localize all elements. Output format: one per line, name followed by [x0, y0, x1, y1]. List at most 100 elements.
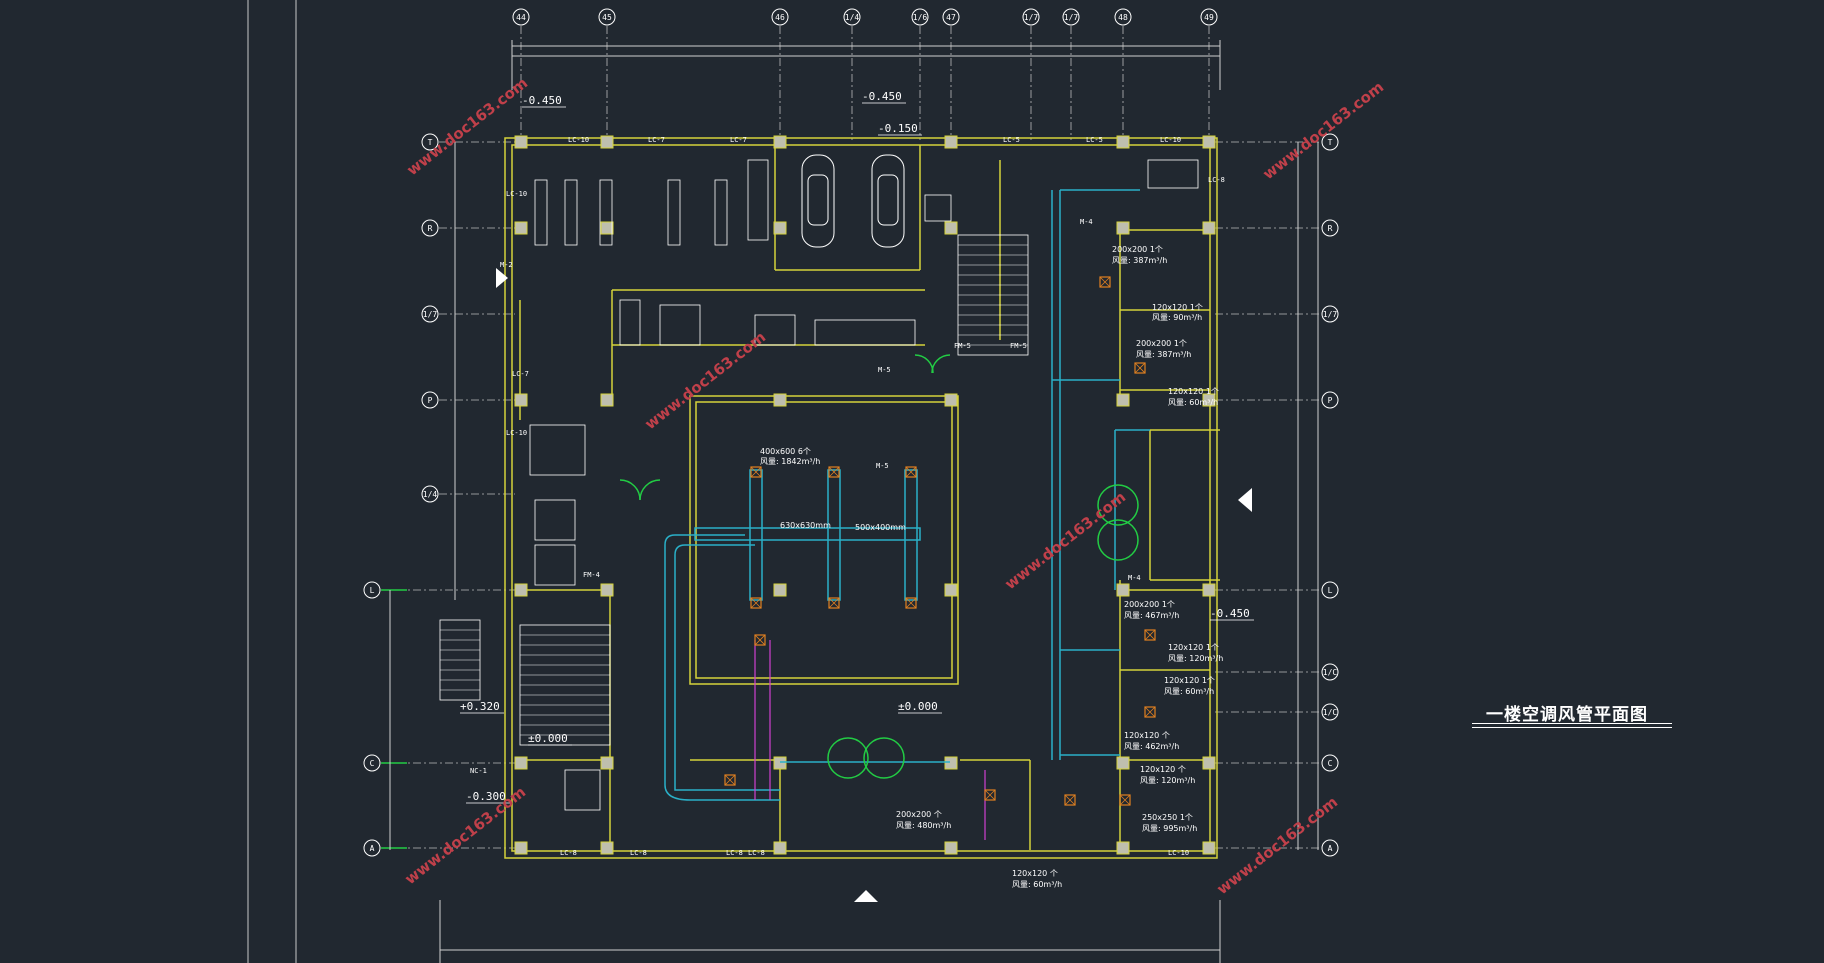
grid-bubble [1321, 703, 1339, 721]
column [1116, 221, 1130, 235]
grid-label: 45 [602, 13, 612, 22]
fixtures [529, 159, 1199, 811]
column [514, 841, 528, 855]
grid-bubble [421, 305, 439, 323]
elevation-mark: ±0.000 [528, 732, 568, 745]
duct-label: 风量: 90m³/h [1152, 313, 1202, 322]
elevation-mark: -0.450 [522, 94, 562, 107]
grid-label: A [1328, 844, 1333, 853]
grid-label: 1/C [1323, 668, 1338, 677]
watermark: www.doc163.com [1001, 488, 1129, 593]
grid-label: 1/C [1323, 708, 1338, 717]
door-label: LC-8 [748, 849, 765, 857]
door-label: NC-1 [470, 767, 487, 775]
door-label: LC-8 [726, 849, 743, 857]
garage-cars [801, 154, 905, 248]
column [600, 221, 614, 235]
door-label: FM-5 [954, 342, 971, 350]
grid-bubble [1321, 219, 1339, 237]
door-label: LC-8 [630, 849, 647, 857]
elevation-mark: -0.450 [862, 90, 902, 103]
duct-label: 风量: 995m³/h [1142, 824, 1197, 833]
column [1116, 135, 1130, 149]
grid-bubble [1321, 839, 1339, 857]
duct-label: 风量: 120m³/h [1168, 654, 1223, 663]
air-diffusers [724, 276, 1156, 806]
elevation-mark: -0.450 [1210, 607, 1250, 620]
grid-label: 1/7 [1323, 310, 1338, 319]
drawing-title: 一楼空调风管平面图 [1472, 696, 1672, 728]
duct-label: 风量: 467m³/h [1124, 611, 1179, 620]
duct-label: 风量: 462m³/h [1124, 742, 1179, 751]
column [773, 221, 787, 235]
diffuser-marker [1144, 706, 1156, 718]
door-label: M-2 [500, 261, 513, 269]
duct-label: 风量: 387m³/h [1136, 350, 1191, 359]
door-label: LC-10 [506, 429, 527, 437]
grid-bubble [1321, 581, 1339, 599]
column [1202, 756, 1216, 770]
grid-bubble [512, 8, 530, 26]
fan-units [619, 354, 1139, 779]
title-underline [1472, 727, 1672, 728]
grid-label: P [428, 396, 433, 405]
grid-label: P [1328, 396, 1333, 405]
diffuser-marker [754, 634, 766, 646]
grid-bubble [421, 391, 439, 409]
door-label: LC-7 [512, 370, 529, 378]
duct-label: 400x600 6个 [760, 447, 811, 456]
column [773, 756, 787, 770]
grid-bubble [1022, 8, 1040, 26]
grid-label: T [1328, 138, 1333, 147]
duct-label: 风量: 120m³/h [1140, 776, 1195, 785]
watermark: www.doc163.com [1259, 78, 1387, 183]
grid-label: C [1328, 759, 1333, 768]
entrance-arrow [1238, 488, 1252, 512]
column [1116, 583, 1130, 597]
door-label: LC-5 [1003, 136, 1020, 144]
diffuser-marker [1134, 362, 1146, 374]
door-label: LC-7 [648, 136, 665, 144]
column [773, 393, 787, 407]
duct-label: 200x200 1个 [1136, 339, 1187, 348]
diffuser-marker [750, 466, 762, 478]
duct-label: 200x200 1个 [1112, 245, 1163, 254]
grid-label: 1/4 [423, 490, 438, 499]
grid-bubble [843, 8, 861, 26]
duct-label: 120x120 个 [1140, 765, 1186, 774]
column [944, 393, 958, 407]
column [514, 393, 528, 407]
column [514, 583, 528, 597]
grid-bubble [1321, 305, 1339, 323]
column [944, 841, 958, 855]
column [773, 135, 787, 149]
door-label: LC-10 [1160, 136, 1181, 144]
diffuser-marker [1099, 276, 1111, 288]
dimension-lines-top [511, 40, 1221, 90]
grid-label: L [370, 586, 375, 595]
door-label: LC-10 [1168, 849, 1189, 857]
duct-label: 120x120 个 [1012, 869, 1058, 878]
duct-label: 120x120 个 [1124, 731, 1170, 740]
column [773, 841, 787, 855]
diffuser-marker [828, 466, 840, 478]
door-label: FM-5 [1010, 342, 1027, 350]
duct-label: 500x400mm [855, 523, 906, 532]
diffuser-marker [1064, 794, 1076, 806]
grid-bubble [1321, 663, 1339, 681]
column [600, 841, 614, 855]
entrance-arrow [496, 268, 508, 288]
diffuser-marker [1144, 629, 1156, 641]
column [600, 135, 614, 149]
column [944, 135, 958, 149]
duct-label: 120x120 1个 [1152, 303, 1203, 312]
door-label: LC-7 [730, 136, 747, 144]
column [944, 756, 958, 770]
column [1202, 135, 1216, 149]
grid-label: 46 [775, 13, 785, 22]
door-label: LC-8 [1208, 176, 1225, 184]
column [514, 756, 528, 770]
